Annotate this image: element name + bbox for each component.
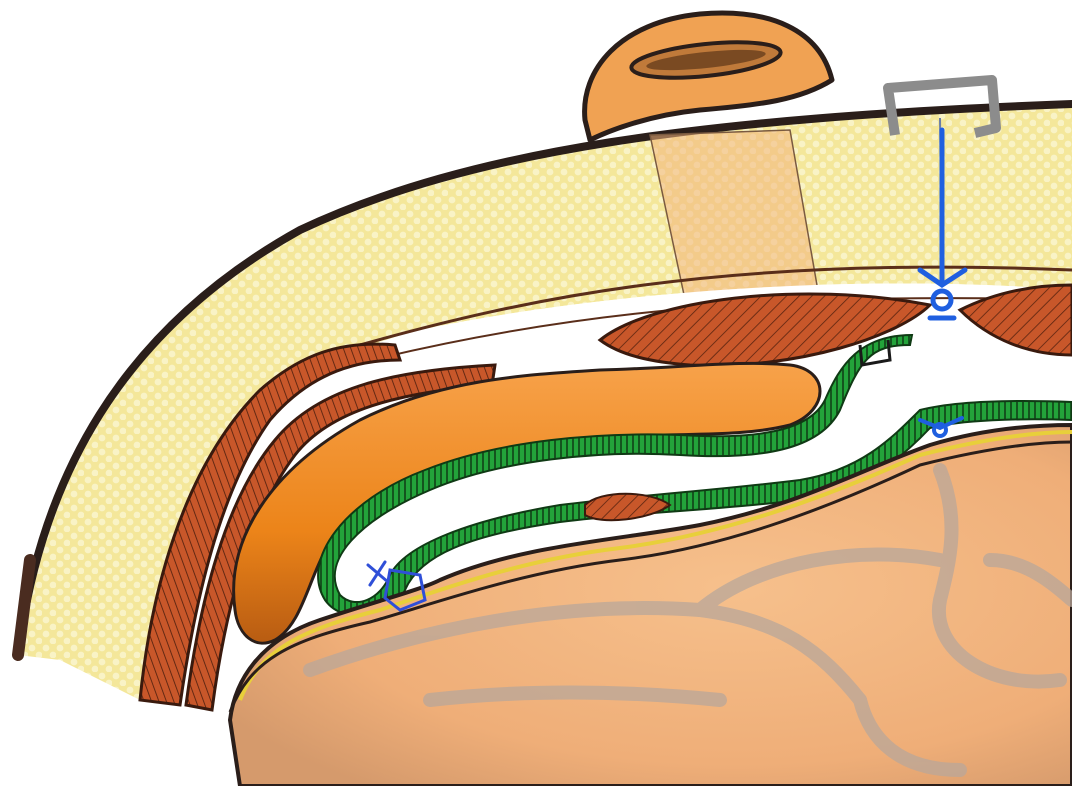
small-muscle-fragment: [585, 494, 670, 520]
